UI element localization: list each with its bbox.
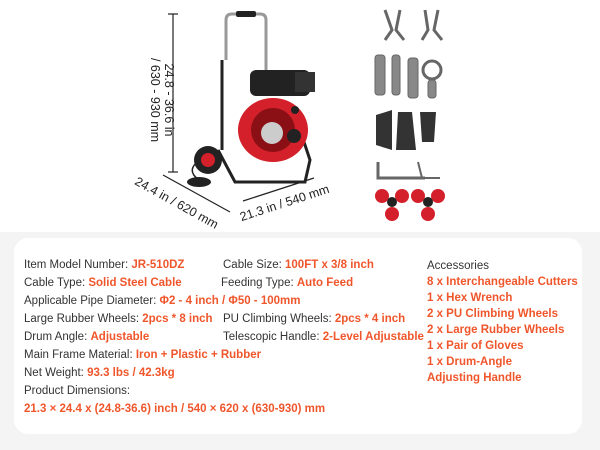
spec-model-number: Item Model Number: JR-510DZ bbox=[24, 259, 185, 271]
height-in: 24.8 - 36.6 in bbox=[162, 63, 176, 137]
height-dimension-label: 24.8 - 36.6 in / 630 - 930 mm bbox=[148, 50, 176, 150]
accessory-item: 1 x Pair of Gloves bbox=[427, 340, 524, 352]
drain-cleaner-machine-image bbox=[162, 9, 445, 221]
spec-cable-type: Cable Type: Solid Steel Cable bbox=[24, 277, 182, 289]
accessories-heading: Accessories bbox=[427, 260, 489, 272]
spec-frame-material: Main Frame Material: Iron + Plastic + Ru… bbox=[24, 349, 262, 361]
accessory-item: Adjusting Handle bbox=[427, 372, 522, 384]
specifications-panel bbox=[14, 238, 582, 434]
spec-drum-angle: Drum Angle: Adjustable bbox=[24, 331, 150, 343]
accessory-item: 2 x PU Climbing Wheels bbox=[427, 308, 558, 320]
accessory-item: 8 x Interchangeable Cutters bbox=[427, 276, 578, 288]
spec-climbing-wheels: PU Climbing Wheels: 2pcs * 4 inch bbox=[223, 313, 406, 325]
spec-net-weight: Net Weight: 93.3 lbs / 42.3kg bbox=[24, 367, 175, 379]
accessories-image bbox=[374, 9, 445, 221]
accessory-item: 1 x Drum-Angle bbox=[427, 356, 512, 368]
spec-dimensions-label: Product Dimensions: bbox=[24, 385, 131, 397]
spec-cable-size: Cable Size: 100FT x 3/8 inch bbox=[223, 259, 374, 271]
spec-pipe-diameter: Applicable Pipe Diameter: Φ2 - 4 inch / … bbox=[24, 295, 301, 307]
height-mm: / 630 - 930 mm bbox=[148, 57, 162, 143]
machine bbox=[187, 11, 315, 187]
accessory-item: 2 x Large Rubber Wheels bbox=[427, 324, 565, 336]
accessory-item: 1 x Hex Wrench bbox=[427, 292, 513, 304]
spec-dimensions-value: 21.3 × 24.4 x (24.8-36.6) inch / 540 × 6… bbox=[24, 403, 326, 415]
spec-rubber-wheels: Large Rubber Wheels: 2pcs * 8 inch bbox=[24, 313, 213, 325]
spec-telescopic-handle: Telescopic Handle: 2-Level Adjustable bbox=[223, 331, 424, 343]
spec-feeding-type: Feeding Type: Auto Feed bbox=[221, 277, 354, 289]
accessories-list: Accessories 8 x Interchangeable Cutters … bbox=[427, 258, 578, 386]
